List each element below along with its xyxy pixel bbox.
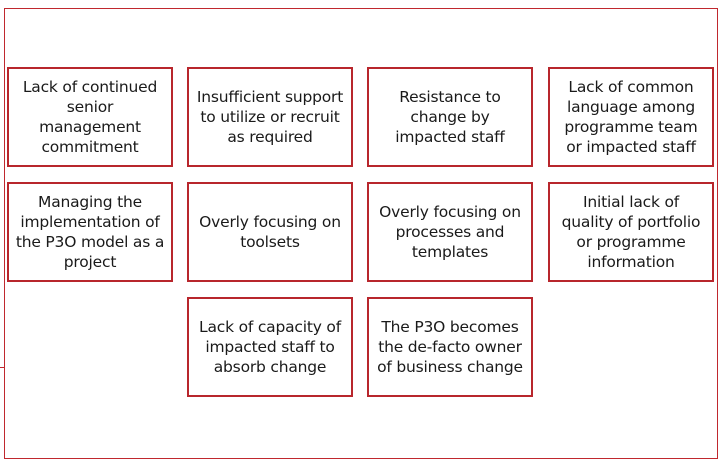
risk-box-label: Initial lack of quality of portfolio or …	[561, 193, 701, 271]
risk-box-insufficient-support: Insufficient support to utilize or recru…	[187, 67, 353, 167]
risk-box-senior-management-commitment: Lack of continued senior management comm…	[7, 67, 173, 167]
risk-box-information-quality: Initial lack of quality of portfolio or …	[548, 182, 714, 282]
risk-box-label: Overly focusing on toolsets	[199, 213, 341, 251]
risk-box-label: Managing the implementation of the P3O m…	[15, 193, 165, 271]
risk-box-label: Insufficient support to utilize or recru…	[196, 88, 344, 146]
risk-box-p3o-as-project: Managing the implementation of the P3O m…	[7, 182, 173, 282]
risk-box-label: Overly focusing on processes and templat…	[379, 203, 521, 261]
risk-box-label: Lack of continued senior management comm…	[22, 78, 158, 156]
risk-box-staff-capacity: Lack of capacity of impacted staff to ab…	[187, 297, 353, 397]
risk-box-label: The P3O becomes the de-facto owner of bu…	[377, 318, 523, 376]
risk-box-focus-toolsets: Overly focusing on toolsets	[187, 182, 353, 282]
risk-box-label: Lack of capacity of impacted staff to ab…	[199, 318, 341, 376]
risk-box-label: Lack of common language among programme …	[564, 78, 698, 156]
diagram-frame	[4, 8, 718, 459]
frame-tick-mark	[0, 367, 4, 368]
risk-box-common-language: Lack of common language among programme …	[548, 67, 714, 167]
risk-box-focus-processes: Overly focusing on processes and templat…	[367, 182, 533, 282]
risk-box-resistance-to-change: Resistance to change by impacted staff	[367, 67, 533, 167]
risk-box-de-facto-owner: The P3O becomes the de-facto owner of bu…	[367, 297, 533, 397]
risk-box-label: Resistance to change by impacted staff	[395, 88, 505, 146]
